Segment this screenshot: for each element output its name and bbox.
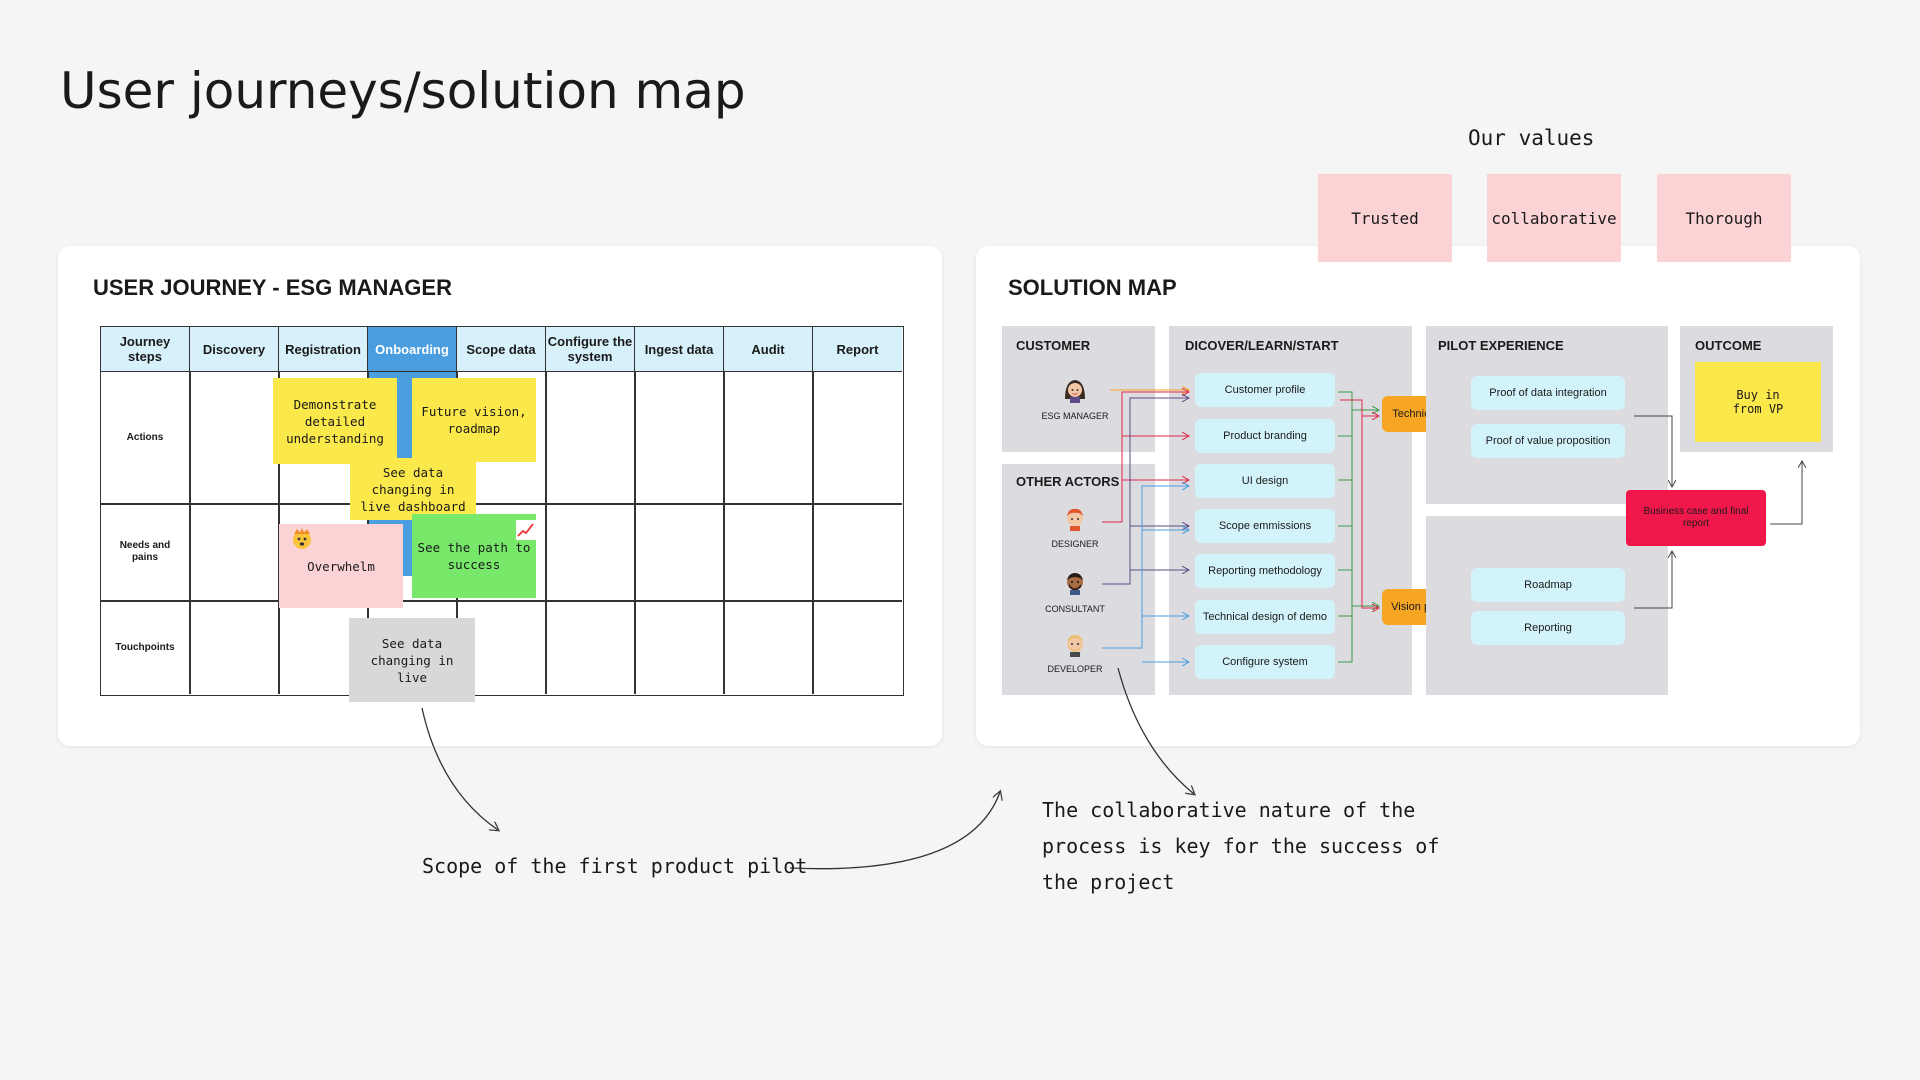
trend-up-icon xyxy=(516,520,536,540)
grid-hline xyxy=(101,503,902,505)
solution-title: SOLUTION MAP xyxy=(1008,275,1177,300)
sticky-path-label: See the path to success xyxy=(417,540,531,572)
item-ui-design[interactable]: UI design xyxy=(1195,464,1335,498)
designer-avatar-icon xyxy=(1064,507,1086,535)
step-registration[interactable]: Registration xyxy=(279,327,368,372)
pilot-column-top xyxy=(1426,326,1668,504)
grid-vline xyxy=(723,372,725,694)
step-configure[interactable]: Configure the system xyxy=(546,327,635,372)
journey-title: USER JOURNEY - ESG MANAGER xyxy=(93,275,452,300)
business-case-box[interactable]: Business case and final report xyxy=(1626,490,1766,546)
grid-vline xyxy=(545,372,547,694)
step-discovery[interactable]: Discovery xyxy=(190,327,279,372)
sticky-path-to-success[interactable]: See the path to success xyxy=(412,514,536,598)
value-note-collaborative[interactable]: collaborative xyxy=(1487,174,1621,262)
item-reporting[interactable]: Reporting xyxy=(1471,611,1625,645)
item-product-branding[interactable]: Product branding xyxy=(1195,419,1335,453)
grid-hline xyxy=(101,600,902,602)
sticky-future-vision[interactable]: Future vision, roadmap xyxy=(412,378,536,462)
item-proof-value[interactable]: Proof of value proposition xyxy=(1471,424,1625,458)
grid-vline xyxy=(812,372,814,694)
grid-header-corner: Journey steps xyxy=(101,327,190,372)
exploding-head-icon xyxy=(290,526,314,550)
other-actors-title: OTHER ACTORS xyxy=(1016,474,1120,489)
step-ingest-data[interactable]: Ingest data xyxy=(635,327,724,372)
row-label-actions: Actions xyxy=(126,431,164,443)
sticky-overwhelm-label: Overwhelm xyxy=(307,558,375,574)
actor-esg-manager: ESG MANAGER xyxy=(1041,411,1109,421)
row-label-needs: Needs and pains xyxy=(119,540,171,563)
sticky-see-live-dashboard[interactable]: See data changing in live dashboard xyxy=(350,458,476,520)
item-customer-profile[interactable]: Customer profile xyxy=(1195,373,1335,407)
sticky-see-live[interactable]: See data changing in live xyxy=(349,618,475,702)
woman-avatar-icon xyxy=(1063,377,1087,407)
item-proof-data-integration[interactable]: Proof of data integration xyxy=(1471,376,1625,410)
consultant-avatar-icon xyxy=(1064,571,1086,599)
item-technical-design[interactable]: Technical design of demo xyxy=(1195,600,1335,634)
sticky-demonstrate[interactable]: Demonstrate detailed understanding xyxy=(273,378,397,464)
value-note-thorough[interactable]: Thorough xyxy=(1657,174,1791,262)
annotation-collab-line-2: process is key for the success of xyxy=(1042,834,1440,858)
developer-avatar-icon xyxy=(1064,633,1086,661)
pilot-title: PILOT EXPERIENCE xyxy=(1438,338,1564,353)
grid-vline xyxy=(189,372,191,694)
item-configure-system[interactable]: Configure system xyxy=(1195,645,1335,679)
pilot-column-bottom xyxy=(1426,516,1668,695)
item-scope-emissions[interactable]: Scope emmissions xyxy=(1195,509,1335,543)
actor-designer: DESIGNER xyxy=(1051,539,1099,549)
customer-title: CUSTOMER xyxy=(1016,338,1091,353)
outcome-title: OUTCOME xyxy=(1695,338,1762,353)
step-onboarding[interactable]: Onboarding xyxy=(368,327,457,372)
actor-developer: DEVELOPER xyxy=(1047,664,1103,674)
annotation-scope: Scope of the first product pilot xyxy=(422,854,808,878)
grid-vline xyxy=(278,372,280,694)
annotation-collab-line-3: the project xyxy=(1042,870,1175,894)
value-note-trusted[interactable]: Trusted xyxy=(1318,174,1452,262)
sticky-buy-in[interactable]: Buy in from VP xyxy=(1695,362,1821,442)
step-scope-data[interactable]: Scope data xyxy=(457,327,546,372)
item-roadmap[interactable]: Roadmap xyxy=(1471,568,1625,602)
discover-title: DICOVER/LEARN/START xyxy=(1185,338,1339,353)
row-label-touchpoints: Touchpoints xyxy=(115,641,175,653)
actor-consultant: CONSULTANT xyxy=(1045,604,1105,614)
values-label: Our values xyxy=(1468,126,1595,150)
annotation-collab-line-1: The collaborative nature of the xyxy=(1042,798,1416,822)
step-audit[interactable]: Audit xyxy=(724,327,813,372)
page-title: User journeys/solution map xyxy=(60,62,746,120)
grid-vline xyxy=(634,372,636,694)
step-report[interactable]: Report xyxy=(813,327,902,372)
item-reporting-methodology[interactable]: Reporting methodology xyxy=(1195,554,1335,588)
